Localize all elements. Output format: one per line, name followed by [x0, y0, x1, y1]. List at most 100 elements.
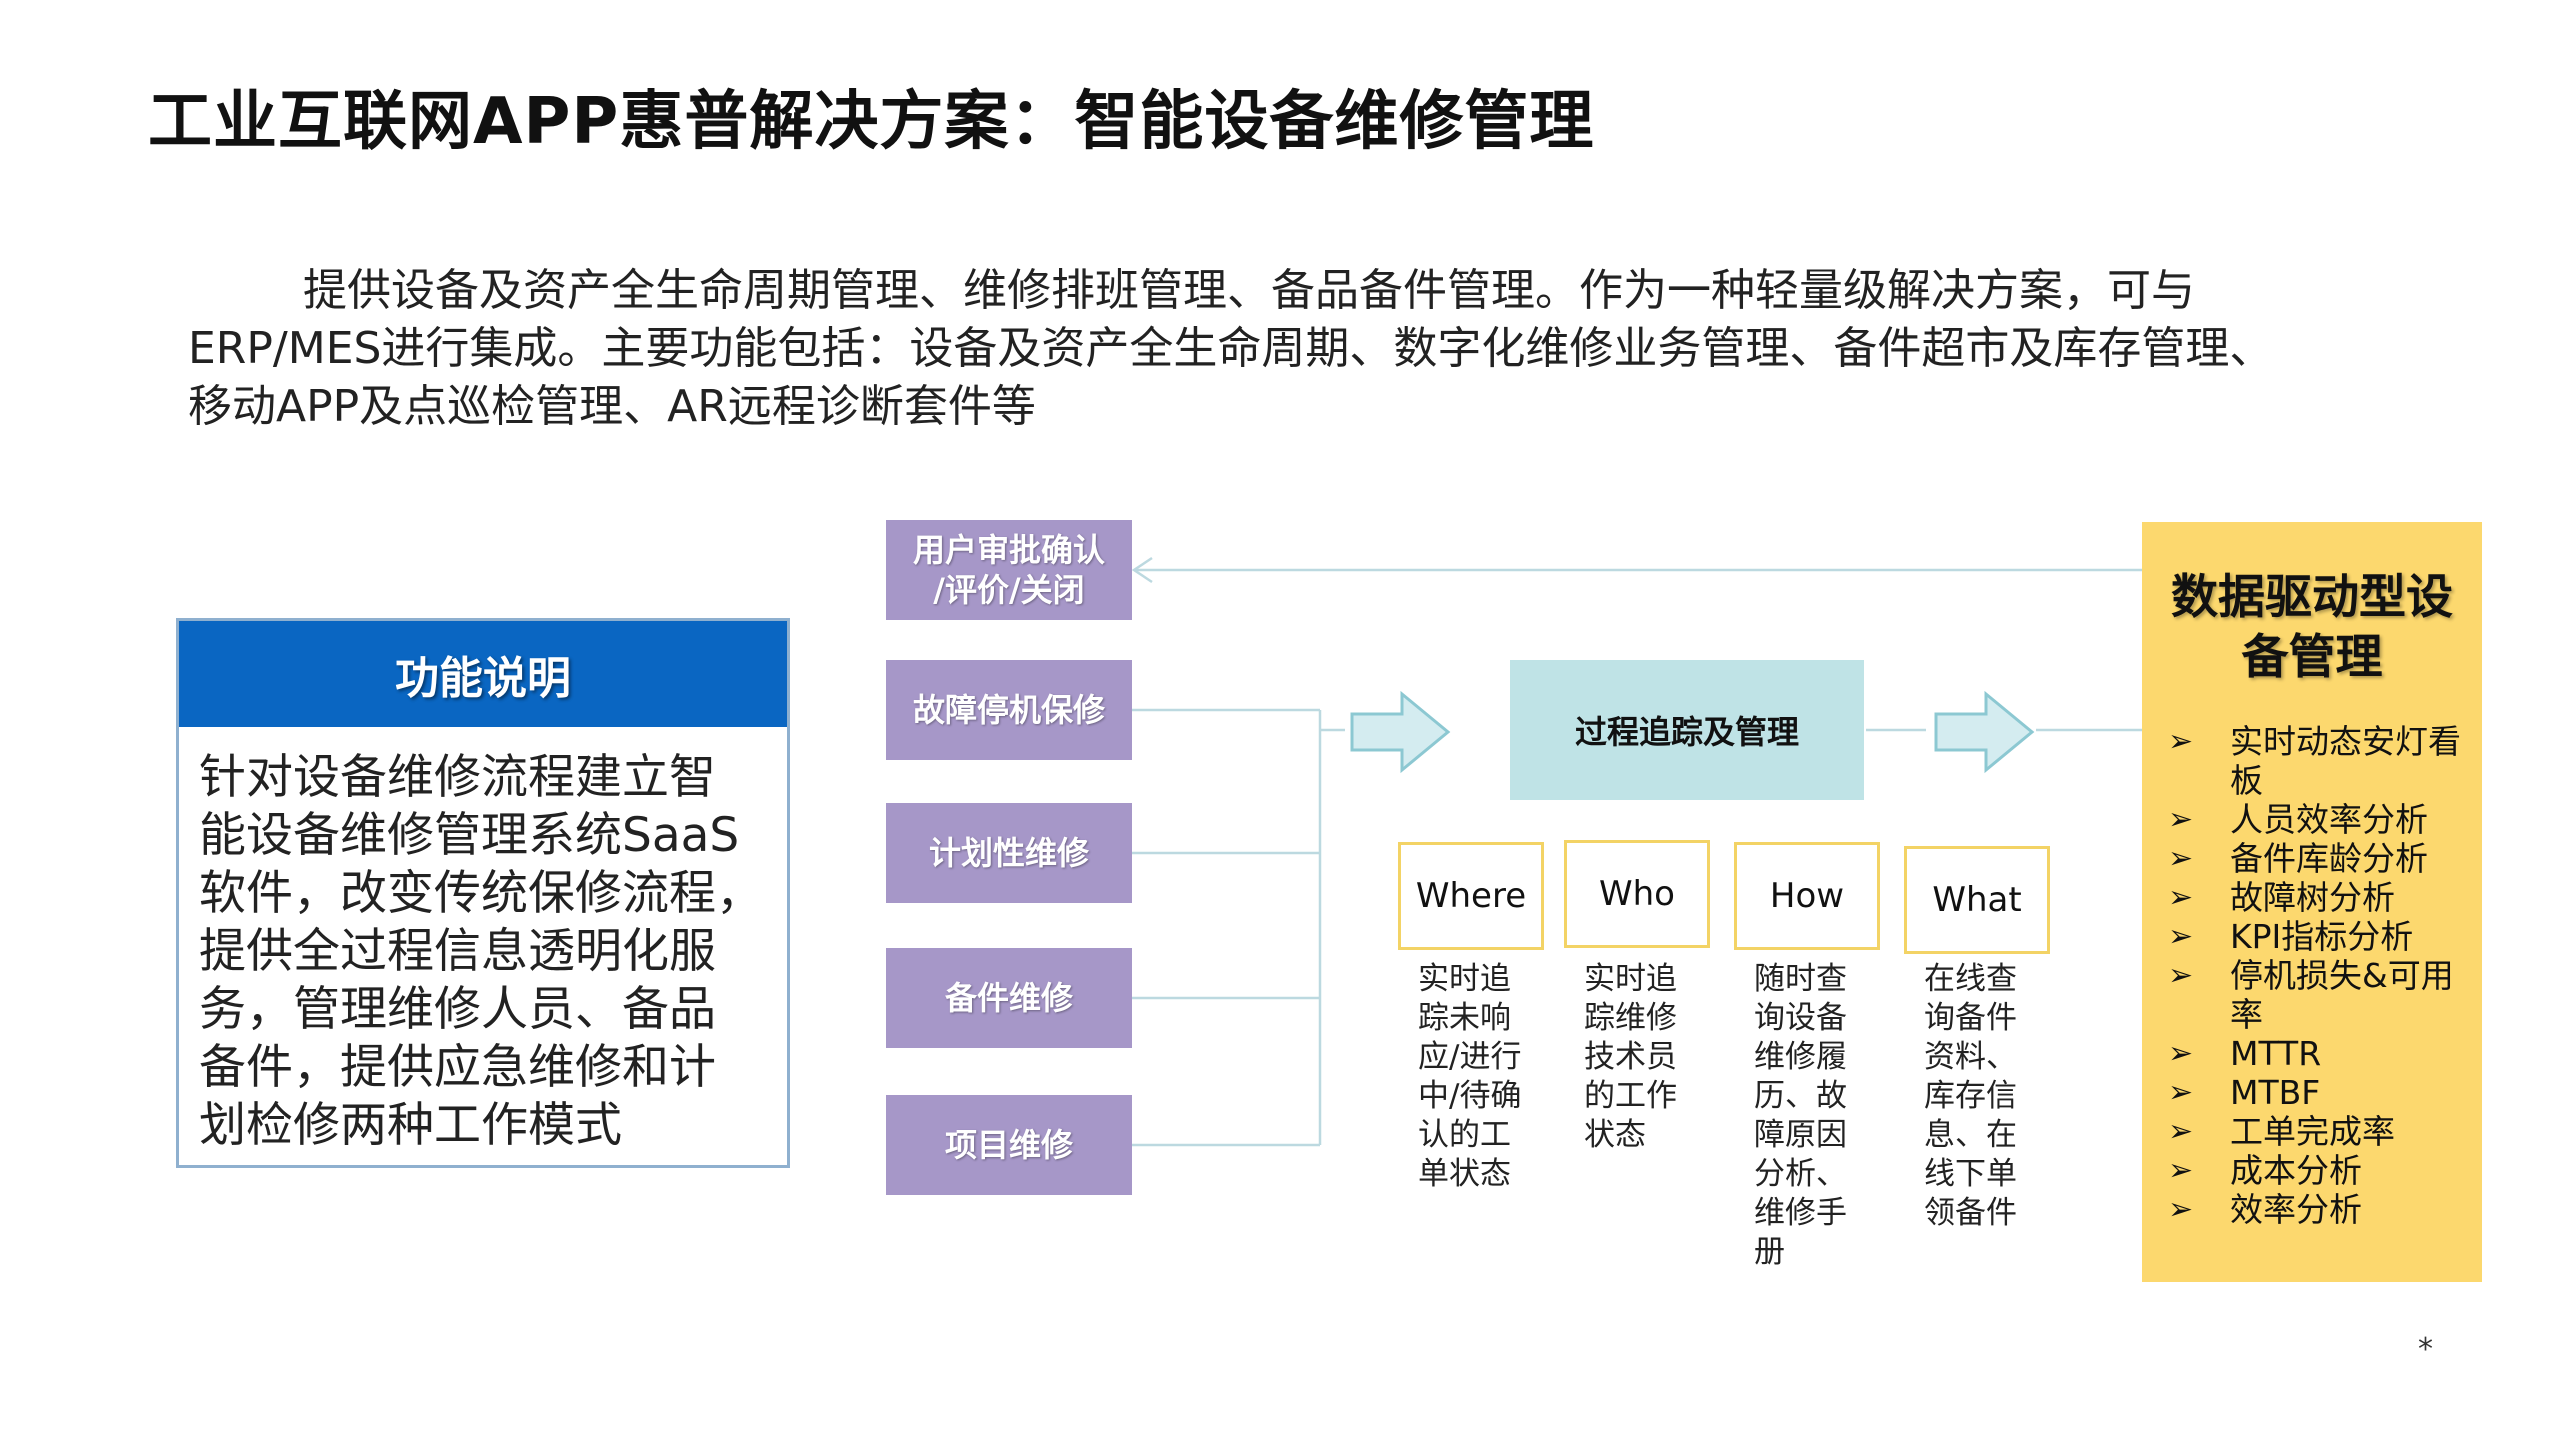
metric-line: MTBF [2230, 1073, 2321, 1112]
feedback-arrowhead [1131, 556, 1153, 584]
data-driven-panel-title: 数据驱动型设 备管理 [2142, 568, 2482, 688]
metric-item: ➢ 实时动态安灯看板 [2168, 722, 2478, 800]
desc-line: 库存信 [1924, 1078, 2017, 1114]
question-what-desc: 在线查 询备件 资料、 库存信 息、在 线下单 领备件 [1924, 960, 2044, 1233]
arrow-bullet-icon: ➢ [2168, 1075, 2194, 1110]
metric-text: 实时动态安灯看板 [2230, 722, 2478, 800]
metric-line: 工单完成率 [2230, 1112, 2395, 1151]
type-fault-repair: 故障停机保修 [886, 660, 1132, 760]
desc-line: 随时查 [1754, 961, 1847, 997]
question-where-desc: 实时追 踪未响 应/进行 中/待确 认的工 单状态 [1418, 960, 1538, 1194]
approval-line-1: 用户审批确认 [912, 531, 1105, 569]
metric-text: 工单完成率 [2230, 1112, 2478, 1151]
desc-line: 踪维修 [1584, 1000, 1677, 1036]
metric-item: ➢ 工单完成率 [2168, 1112, 2478, 1151]
flow-arrow-2 [1934, 690, 2035, 774]
intro-paragraph: 提供设备及资产全生命周期管理、维修排班管理、备品备件管理。作为一种轻量级解决方案… [188, 262, 2488, 436]
desc-line: 单状态 [1418, 1156, 1511, 1192]
panel-title-line-1: 数据驱动型设 [2171, 570, 2453, 625]
desc-line: 应/进行 [1418, 1039, 1522, 1075]
metric-line: MTTR [2230, 1034, 2322, 1073]
metric-line: 停机损失&可用 [2230, 956, 2454, 995]
type-project-repair: 项目维修 [886, 1095, 1132, 1195]
process-tracking-box: 过程追踪及管理 [1510, 660, 1864, 800]
arrow-bullet-icon: ➢ [2168, 958, 2194, 993]
desc-line: 册 [1754, 1234, 1785, 1270]
arrow-bullet-icon: ➢ [2168, 880, 2194, 915]
function-line: 务，管理维修人员、备品 [199, 982, 716, 1037]
desc-line: 分析、 [1754, 1156, 1847, 1192]
arrow-bullet-icon: ➢ [2168, 1192, 2194, 1227]
function-box-body: 针对设备维修流程建立智 能设备维修管理系统SaaS 软件，改变传统保修流程， 提… [199, 749, 779, 1155]
question-who: Who [1564, 840, 1710, 948]
function-line: 软件，改变传统保修流程， [199, 866, 763, 921]
arrow-bullet-icon: ➢ [2168, 1114, 2194, 1149]
arrow-bullet-icon: ➢ [2168, 802, 2194, 837]
question-who-desc: 实时追 踪维修 技术员 的工作 状态 [1584, 960, 1704, 1155]
desc-line: 踪未响 [1418, 1000, 1511, 1036]
desc-line: 障原因 [1754, 1117, 1847, 1153]
metric-text: KPI指标分析 [2230, 917, 2478, 956]
desc-line: 领备件 [1924, 1195, 2017, 1231]
type-planned-maintenance: 计划性维修 [886, 803, 1132, 903]
metric-text: 效率分析 [2230, 1190, 2478, 1229]
metric-line: 故障树分析 [2230, 878, 2395, 917]
metric-item: ➢ 效率分析 [2168, 1190, 2478, 1229]
arrow-bullet-icon: ➢ [2168, 1036, 2194, 1071]
desc-line: 的工作 [1584, 1078, 1677, 1114]
desc-line: 历、故 [1754, 1078, 1847, 1114]
slide-title: 工业互联网APP惠普解决方案：智能设备维修管理 [148, 85, 1595, 159]
metric-text: 备件库龄分析 [2230, 839, 2478, 878]
desc-line: 息、在 [1924, 1117, 2017, 1153]
function-line: 提供全过程信息透明化服 [199, 924, 716, 979]
data-driven-panel: 数据驱动型设 备管理 ➢ 实时动态安灯看板 ➢ 人员效率分析 ➢ 备件库龄分析 ➢ 故障树分析… [2142, 522, 2482, 1282]
function-line: 划检修两种工作模式 [199, 1098, 622, 1153]
metric-item: ➢ 故障树分析 [2168, 878, 2478, 917]
flow-arrow-1 [1350, 690, 1451, 774]
desc-line: 认的工 [1418, 1117, 1511, 1153]
desc-line: 技术员 [1584, 1039, 1677, 1075]
metric-line: 率 [2230, 995, 2263, 1034]
metric-line: 人员效率分析 [2230, 800, 2428, 839]
desc-line: 询备件 [1924, 1000, 2017, 1036]
metric-item: ➢ MTTR [2168, 1034, 2478, 1073]
question-what: What [1904, 846, 2050, 954]
arrow-bullet-icon: ➢ [2168, 841, 2194, 876]
approval-line-2: /评价/关闭 [933, 571, 1085, 609]
metric-text: MTTR [2230, 1034, 2478, 1073]
metric-item: ➢ 备件库龄分析 [2168, 839, 2478, 878]
metric-text: MTBF [2230, 1073, 2478, 1112]
question-how-desc: 随时查 询设备 维修履 历、故 障原因 分析、 维修手 册 [1754, 960, 1874, 1272]
metric-text: 成本分析 [2230, 1151, 2478, 1190]
function-box: 功能说明 针对设备维修流程建立智 能设备维修管理系统SaaS 软件，改变传统保修… [176, 618, 790, 1168]
desc-line: 维修履 [1754, 1039, 1847, 1075]
intro-line-1: 提供设备及资产全生命周期管理、维修排班管理、备品备件管理。作为一种轻量级解决方案… [303, 265, 2195, 316]
footnote-mark: * [2418, 1332, 2433, 1367]
desc-line: 实时追 [1584, 961, 1677, 997]
arrow-bullet-icon: ➢ [2168, 919, 2194, 954]
metric-line: KPI指标分析 [2230, 917, 2414, 956]
panel-title-line-2: 备管理 [2241, 630, 2383, 685]
desc-line: 资料、 [1924, 1039, 2017, 1075]
metric-line: 板 [2230, 761, 2263, 800]
approval-box: 用户审批确认 /评价/关闭 [886, 520, 1132, 620]
metric-item: ➢成本分析 [2168, 1151, 2478, 1190]
desc-line: 在线查 [1924, 961, 2017, 997]
arrow-bullet-icon: ➢ [2168, 724, 2194, 759]
function-line: 能设备维修管理系统SaaS [199, 808, 740, 863]
metric-item: ➢ MTBF [2168, 1073, 2478, 1112]
function-box-heading: 功能说明 [179, 621, 787, 727]
question-where: Where [1398, 842, 1544, 950]
metrics-list: ➢ 实时动态安灯看板 ➢ 人员效率分析 ➢ 备件库龄分析 ➢ 故障树分析 ➢ KPI指标分析 ➢ 停机… [2168, 722, 2478, 1229]
desc-line: 维修手 [1754, 1195, 1847, 1231]
metric-text: 停机损失&可用率 [2230, 956, 2478, 1034]
metric-text: 故障树分析 [2230, 878, 2478, 917]
desc-line: 线下单 [1924, 1156, 2017, 1192]
metric-text: 人员效率分析 [2230, 800, 2478, 839]
question-how: How [1734, 842, 1880, 950]
desc-line: 中/待确 [1418, 1078, 1522, 1114]
metric-line: 备件库龄分析 [2230, 839, 2428, 878]
desc-line: 询设备 [1754, 1000, 1847, 1036]
desc-line: 状态 [1584, 1117, 1646, 1153]
